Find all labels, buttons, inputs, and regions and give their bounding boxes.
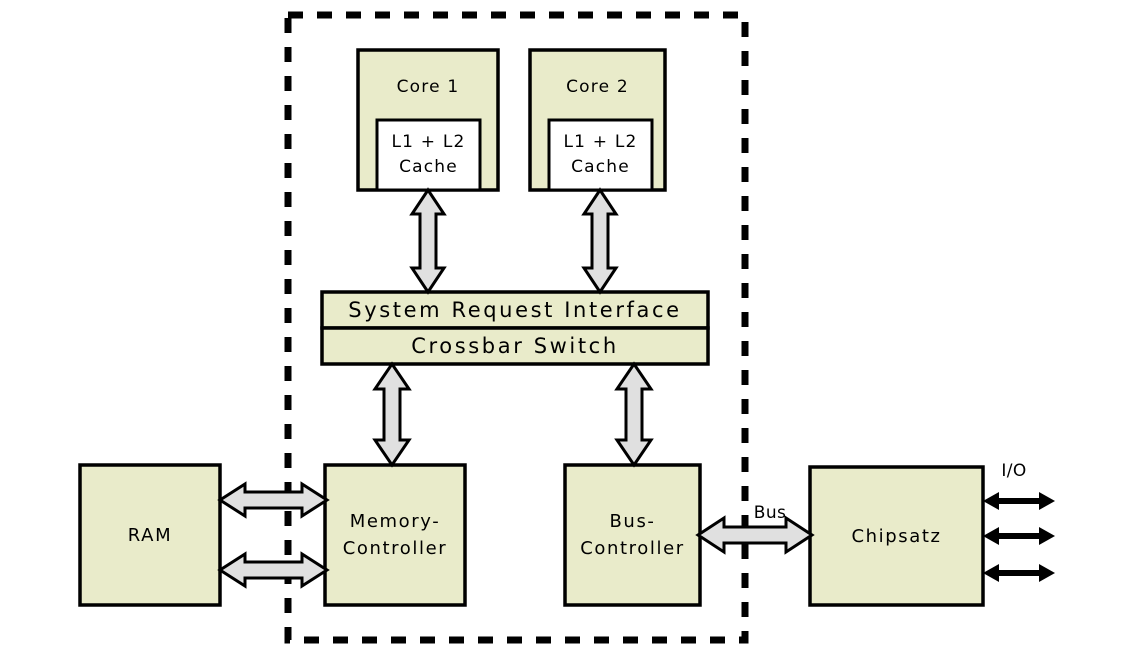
system-request-interface-box[interactable] [320,290,710,330]
ram-box[interactable] [78,463,222,607]
bus-controller-box[interactable] [563,463,702,607]
core2-cache-box[interactable] [547,118,654,192]
io-arrow-3 [983,564,1055,582]
memory-controller-box[interactable] [323,463,467,607]
arrow-crossbar-to-memory-controller [372,361,412,468]
arrow-core1-to-sri [409,187,447,295]
arrow-core2-to-sri [581,187,619,295]
cpu-die-boundary [284,11,749,644]
chipset-box[interactable] [808,465,985,607]
arrow-bus-controller-to-chipset [695,515,815,555]
arrow-ram-to-memory-controller-lower [217,551,330,589]
core1-cache-box[interactable] [375,118,482,192]
arrow-ram-to-memory-controller-upper [217,481,330,519]
io-arrow-group [983,492,1055,582]
io-arrow-1 [983,492,1055,510]
io-arrow-2 [983,527,1055,545]
arrow-crossbar-to-bus-controller [614,361,654,468]
crossbar-switch-box[interactable] [320,326,710,366]
